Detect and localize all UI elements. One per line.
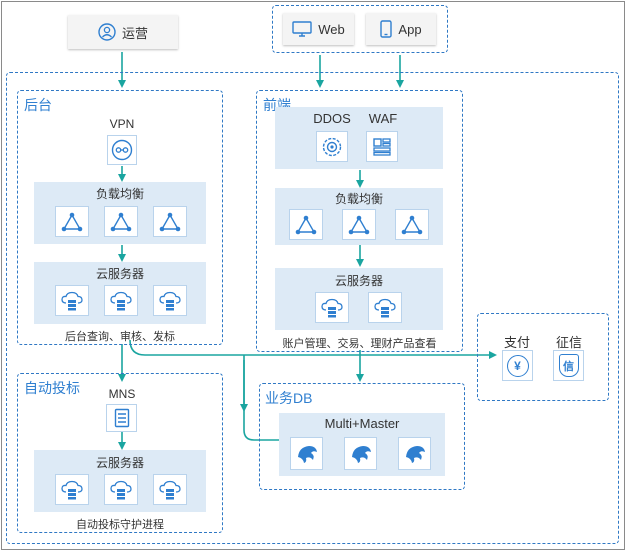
db-node[interactable] (290, 437, 323, 470)
cloud-server-icon (61, 291, 83, 310)
vpn-icon (111, 139, 133, 161)
web-label: Web (318, 21, 345, 37)
credit-label: 征信 (555, 335, 582, 350)
backend-cloud-node[interactable] (153, 285, 187, 316)
backend-group (17, 90, 223, 345)
message-queue-icon (114, 408, 129, 428)
auto-cloud-node[interactable] (55, 474, 89, 505)
auto-cloud-node[interactable] (104, 474, 138, 505)
backend-lb-label: 负载均衡 (95, 187, 144, 201)
db-node[interactable] (344, 437, 377, 470)
frontend-lb-node[interactable] (395, 209, 429, 240)
credit-shield-icon: 信 (558, 354, 579, 377)
network-triangle-icon (401, 215, 423, 234)
cloud-server-icon (61, 480, 83, 499)
firewall-icon (373, 137, 391, 156)
backend-caption: 后台查询、审核、发标 (65, 331, 175, 343)
backend-cloud-label: 云服务器 (95, 267, 144, 281)
frontend-cloud-node[interactable] (368, 292, 402, 323)
waf-label: WAF (368, 111, 398, 126)
frontend-lb-label: 负载均衡 (334, 192, 383, 206)
auto-cloud-label: 云服务器 (95, 456, 144, 470)
network-triangle-icon (61, 212, 83, 231)
frontend-cloud-label: 云服务器 (334, 274, 383, 288)
frontend-cloud-node[interactable] (315, 292, 349, 323)
ops-button[interactable]: 运营 (68, 15, 178, 49)
app-button[interactable]: App (366, 13, 436, 45)
auto-cloud-node[interactable] (153, 474, 187, 505)
mns-label: MNS (108, 387, 136, 401)
shield-gear-icon (322, 137, 342, 156)
frontend-lb-node[interactable] (289, 209, 323, 240)
backend-lb-node[interactable] (55, 206, 89, 237)
external-services-group (477, 313, 609, 401)
vpn-label: VPN (109, 117, 135, 131)
cloud-server-icon (321, 298, 343, 317)
ddos-node[interactable] (316, 131, 348, 162)
user-icon (98, 23, 116, 41)
payment-node[interactable]: ¥ (502, 350, 533, 381)
phone-icon (380, 20, 393, 38)
db-cluster-label: Multi+Master (324, 416, 400, 431)
frontend-lb-node[interactable] (342, 209, 376, 240)
network-triangle-icon (295, 215, 317, 234)
db-node[interactable] (398, 437, 431, 470)
business-db-title: 业务DB (265, 390, 313, 406)
payment-label: 支付 (503, 335, 530, 350)
client-group (272, 5, 448, 53)
cloud-server-icon (110, 291, 132, 310)
web-button[interactable]: Web (283, 13, 354, 45)
network-triangle-icon (348, 215, 370, 234)
monitor-icon (292, 21, 312, 37)
ddos-label: DDOS (313, 111, 351, 126)
frontend-group (256, 90, 463, 352)
cloud-server-icon (110, 480, 132, 499)
network-triangle-icon (110, 212, 132, 231)
backend-cloud-node[interactable] (55, 285, 89, 316)
backend-title: 后台 (24, 97, 52, 113)
cloud-server-icon (159, 480, 181, 499)
dolphin-db-icon (297, 445, 317, 463)
network-triangle-icon (159, 212, 181, 231)
cloud-server-icon (374, 298, 396, 317)
main-container (6, 72, 619, 544)
waf-node[interactable] (366, 131, 398, 162)
business-db-group (259, 383, 465, 490)
backend-lb-node[interactable] (153, 206, 187, 237)
yen-icon: ¥ (506, 354, 529, 377)
ops-label: 运营 (121, 25, 148, 41)
vpn-node[interactable] (107, 135, 137, 165)
app-label: App (398, 21, 422, 37)
backend-lb-node[interactable] (104, 206, 138, 237)
backend-cloud-node[interactable] (104, 285, 138, 316)
credit-node[interactable]: 信 (553, 350, 584, 381)
cloud-server-icon (159, 291, 181, 310)
auto-bid-title: 自动投标 (24, 380, 80, 396)
auto-bid-group (17, 373, 223, 533)
frontend-caption: 账户管理、交易、理财产品查看 (282, 338, 437, 350)
frontend-cloud-panel (275, 268, 443, 330)
dolphin-db-icon (351, 445, 371, 463)
mns-node[interactable] (106, 404, 137, 432)
security-panel (275, 107, 443, 169)
auto-bid-caption: 自动投标守护进程 (76, 519, 164, 531)
dolphin-db-icon (405, 445, 425, 463)
